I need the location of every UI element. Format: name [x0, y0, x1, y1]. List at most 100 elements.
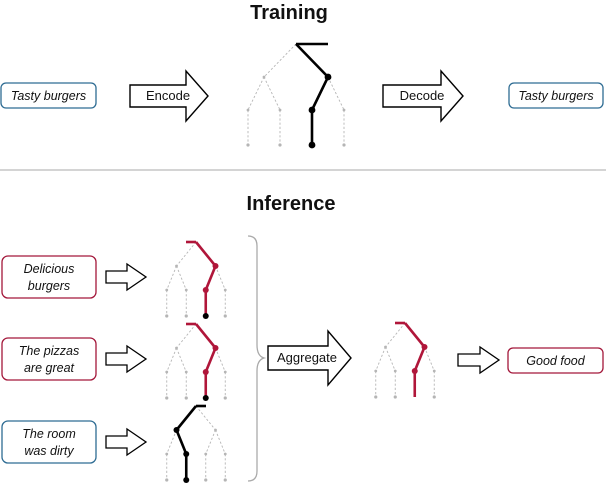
tree-path-node — [212, 345, 219, 351]
training-tree — [246, 42, 346, 149]
decode-label: Decode — [400, 88, 445, 103]
encode-arrow: Encode — [129, 69, 209, 123]
inference-output-text: Good food — [526, 354, 585, 368]
tree-edge — [215, 347, 226, 373]
tree-edge — [166, 429, 177, 455]
tree-edge — [263, 43, 297, 78]
tree-node — [175, 264, 178, 268]
tree-node — [393, 369, 397, 373]
tree-edge — [215, 265, 226, 291]
inference-output-box: Good food — [507, 347, 604, 374]
tree-edge — [176, 241, 197, 267]
tree-path-leaf — [202, 313, 209, 319]
training-output-box: Tasty burgers — [508, 82, 604, 109]
tree-node — [223, 452, 227, 456]
tree-path-node — [421, 344, 428, 350]
inference-tree-3 — [165, 404, 227, 483]
tree-node — [374, 369, 378, 373]
tree-edge — [385, 346, 396, 372]
tree-leaf — [278, 143, 282, 147]
tree-edge — [176, 347, 187, 373]
tree-path-node — [411, 368, 418, 374]
tree-path-edge — [194, 323, 217, 349]
training-input-text: Tasty burgers — [11, 89, 86, 103]
output-arrow — [457, 345, 501, 375]
inference-input-1-line-2: burgers — [28, 279, 70, 293]
tree-edge — [166, 347, 177, 373]
aggregate-arrow: Aggregate — [267, 329, 352, 387]
tree-edge — [176, 323, 197, 349]
tree-node — [223, 288, 227, 292]
inference-input-3-box: The room was dirty — [1, 420, 97, 464]
training-output-text: Tasty burgers — [518, 89, 593, 103]
tree-node — [432, 369, 436, 373]
tree-leaf — [374, 395, 378, 399]
tree-edge — [195, 405, 216, 431]
tree-node — [175, 346, 178, 350]
inference-arrow-3 — [105, 427, 148, 457]
tree-path-node — [212, 263, 219, 269]
tree-node — [246, 108, 250, 112]
inference-tree-2 — [165, 322, 227, 401]
tree-path-edge — [204, 347, 217, 373]
tree-edge — [263, 76, 281, 111]
tree-path-edge — [295, 43, 329, 78]
tree-path-edge — [413, 346, 426, 372]
tree-node — [165, 288, 169, 292]
tree-node — [278, 108, 282, 112]
tree-edge — [424, 346, 435, 372]
tree-leaf — [393, 395, 397, 399]
tree-path-edge — [175, 405, 198, 431]
inference-input-2-line-2: are great — [24, 361, 75, 375]
tree-node — [384, 345, 387, 349]
tree-path-node — [183, 451, 190, 457]
training-input-box: Tasty burgers — [0, 82, 97, 109]
tree-edge — [385, 322, 406, 348]
inference-arrow-2 — [105, 344, 148, 374]
tree-path-edge — [175, 429, 188, 455]
tree-leaf — [246, 143, 250, 147]
tree-leaf — [223, 478, 227, 482]
tree-node — [223, 370, 227, 374]
tree-node — [165, 370, 169, 374]
tree-node — [204, 452, 208, 456]
encode-label: Encode — [146, 88, 190, 103]
grouping-brace — [247, 235, 267, 482]
tree-leaf — [223, 314, 227, 318]
tree-leaf — [223, 396, 227, 400]
tree-path-node — [173, 427, 180, 433]
tree-edge — [215, 429, 226, 455]
tree-path-node — [202, 369, 209, 375]
tree-path-edge — [194, 241, 217, 267]
tree-path-edge — [310, 76, 330, 111]
tree-path-edge — [403, 322, 426, 348]
tree-leaf — [184, 314, 188, 318]
inference-input-2-box: The pizzas are great — [1, 337, 97, 381]
inference-input-2-line-1: The pizzas — [19, 344, 79, 358]
tree-path-leaf — [308, 141, 316, 149]
tree-node — [214, 428, 217, 432]
inference-title: Inference — [247, 193, 336, 215]
aggregate-label: Aggregate — [277, 350, 337, 365]
inference-arrow-1 — [105, 262, 148, 292]
tree-path-leaf — [183, 477, 190, 483]
inference-input-1-line-1: Delicious — [24, 262, 75, 276]
tree-path-leaf — [202, 395, 209, 401]
tree-leaf — [342, 143, 346, 147]
tree-edge — [205, 429, 216, 455]
tree-leaf — [165, 396, 169, 400]
tree-leaf — [165, 314, 169, 318]
tree-leaf — [184, 396, 188, 400]
training-title: Training — [250, 2, 328, 24]
tree-edge — [176, 265, 187, 291]
tree-leaf — [165, 478, 169, 482]
tree-path-node — [324, 73, 332, 81]
decode-arrow: Decode — [382, 69, 464, 123]
tree-node — [165, 452, 169, 456]
tree-leaf — [204, 478, 208, 482]
inference-tree-1 — [165, 240, 227, 319]
tree-node — [184, 370, 188, 374]
tree-node — [184, 288, 188, 292]
tree-path-node — [308, 106, 316, 114]
